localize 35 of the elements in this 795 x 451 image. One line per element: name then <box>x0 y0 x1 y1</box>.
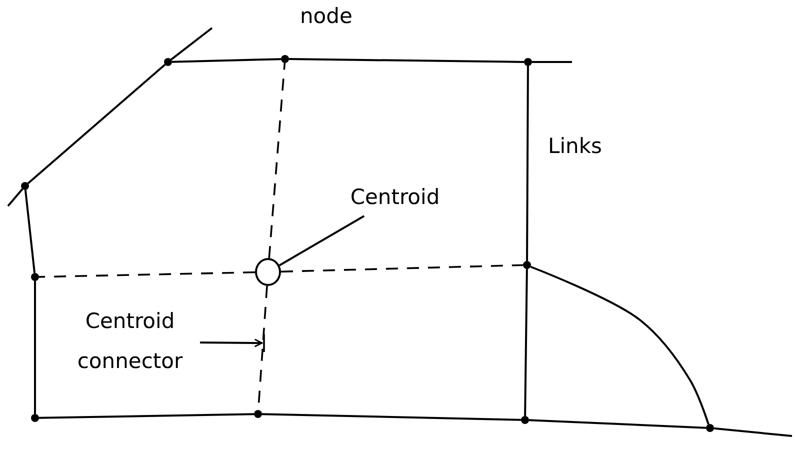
node-dot <box>254 410 262 418</box>
leader-line <box>278 215 365 266</box>
link-line <box>528 419 706 429</box>
link-line <box>714 427 792 437</box>
annotation-label: Centroid <box>350 184 440 212</box>
link-line <box>288 58 524 63</box>
link-line <box>7 188 24 207</box>
arrow <box>200 338 263 348</box>
centroid-circle <box>255 258 281 286</box>
link-line <box>530 266 710 425</box>
centroid-connector-line <box>38 271 256 278</box>
link-line <box>34 281 36 414</box>
link-line <box>532 61 572 63</box>
link-line <box>524 268 528 416</box>
node-dot <box>31 414 39 422</box>
link-line <box>172 58 282 63</box>
node-dot <box>31 273 39 281</box>
node-dot <box>706 424 714 432</box>
link-line <box>38 413 254 419</box>
node-dot <box>521 416 529 424</box>
annotation-label: Centroid connector <box>76 308 184 375</box>
annotation-label: Links <box>548 134 602 158</box>
node-dot <box>523 261 531 269</box>
centroid-connector-line <box>268 62 286 258</box>
link-line <box>24 190 36 274</box>
node-dot <box>164 58 172 66</box>
node-dot <box>21 182 29 190</box>
link-line <box>170 27 213 60</box>
node-dot <box>281 55 289 63</box>
link-line <box>262 413 522 421</box>
centroid-connector-line <box>280 264 524 273</box>
link-line <box>27 64 166 184</box>
annotation-label: node <box>300 4 352 28</box>
link-line <box>526 66 529 261</box>
node-dot <box>524 58 532 66</box>
